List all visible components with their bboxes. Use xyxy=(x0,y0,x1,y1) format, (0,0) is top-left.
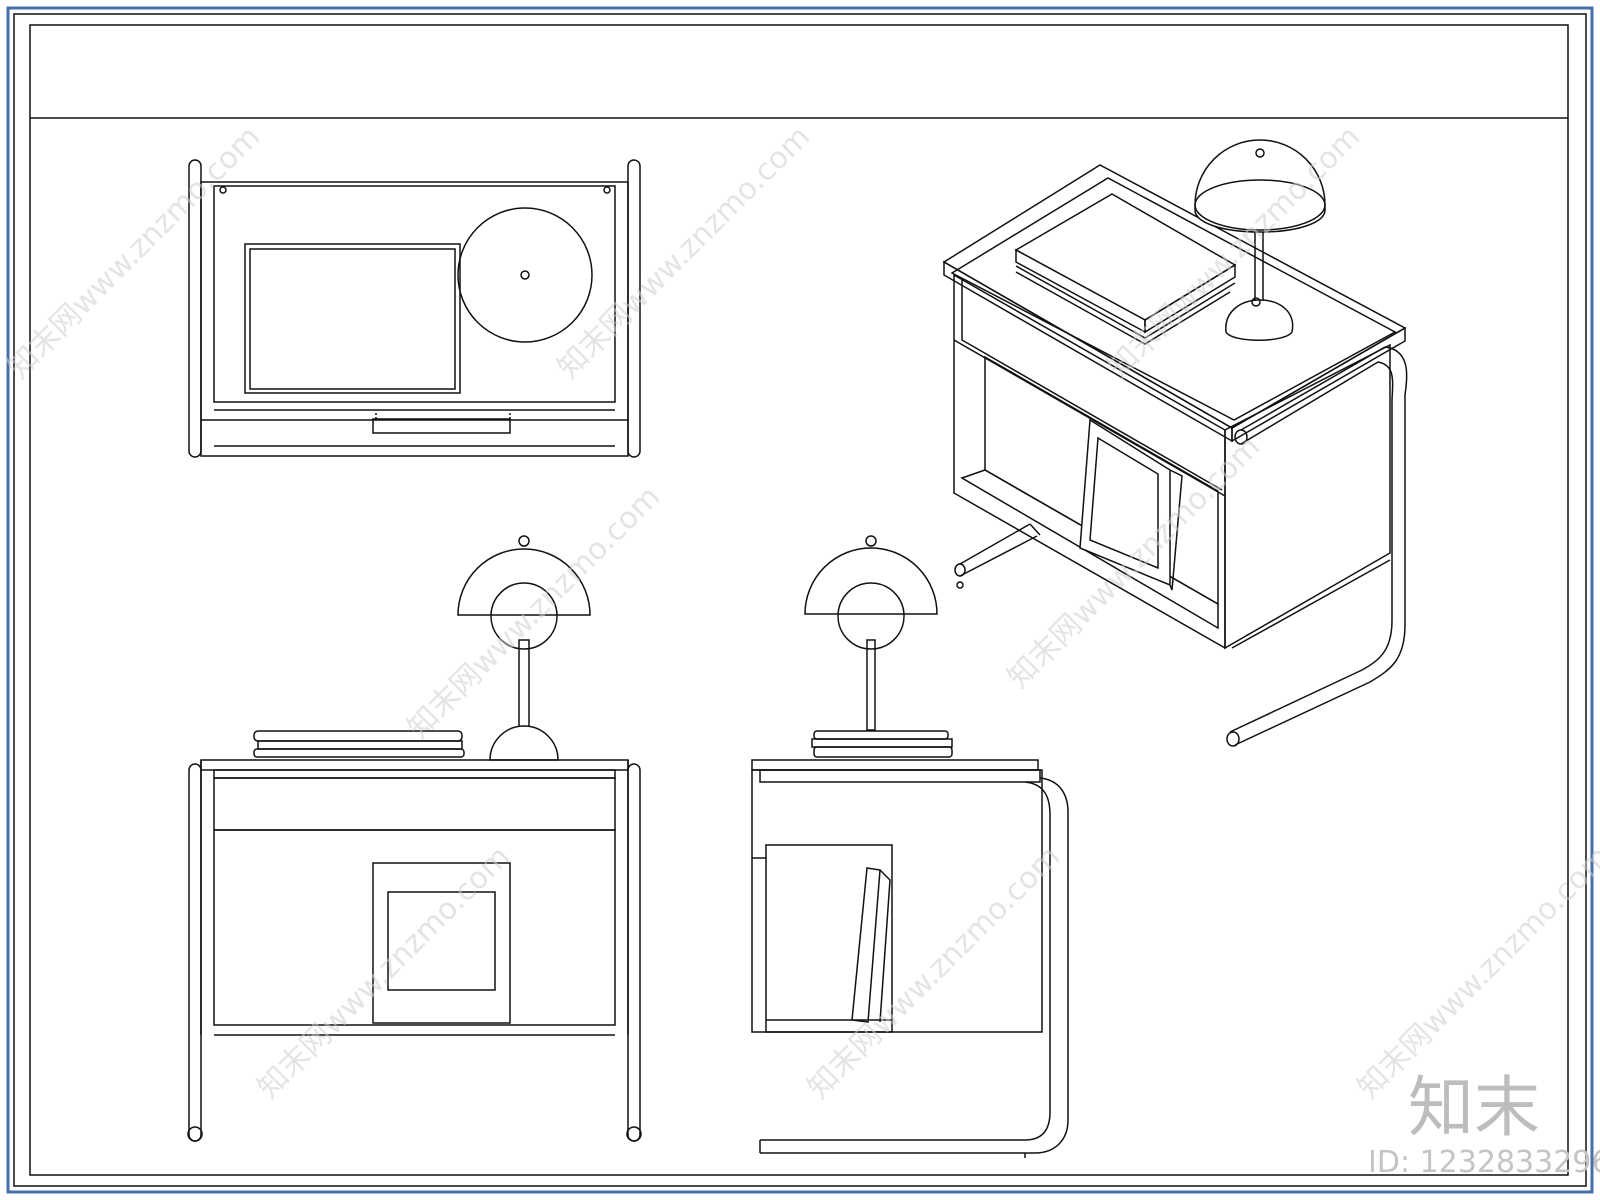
watermark-text: 知末网www.znzmo.com xyxy=(801,839,1067,1105)
drawing-frame xyxy=(29,24,1569,1176)
isometric-view xyxy=(942,139,1408,747)
watermark-text: 知末网www.znzmo.com xyxy=(1,119,267,385)
sheet-outer-border xyxy=(6,6,1594,1194)
watermark-text: 知末网www.znzmo.com xyxy=(401,479,667,745)
sheet-inner-border xyxy=(13,13,1587,1187)
drawing-id-label: ID: 1232833296 xyxy=(1368,1145,1600,1180)
plan-view-top xyxy=(188,159,641,458)
brand-logo: 知末 xyxy=(1408,1069,1540,1146)
watermark-text: 知末网www.znzmo.com xyxy=(251,839,517,1105)
front-elevation xyxy=(187,535,642,1142)
watermark-layer: 知末网www.znzmo.com 知末网www.znzmo.com 知末网www… xyxy=(1,119,1600,1105)
watermark-text: 知末网www.znzmo.com xyxy=(551,119,817,385)
watermark-text: 知末网www.znzmo.com xyxy=(1351,839,1600,1105)
side-elevation xyxy=(751,535,1069,1158)
